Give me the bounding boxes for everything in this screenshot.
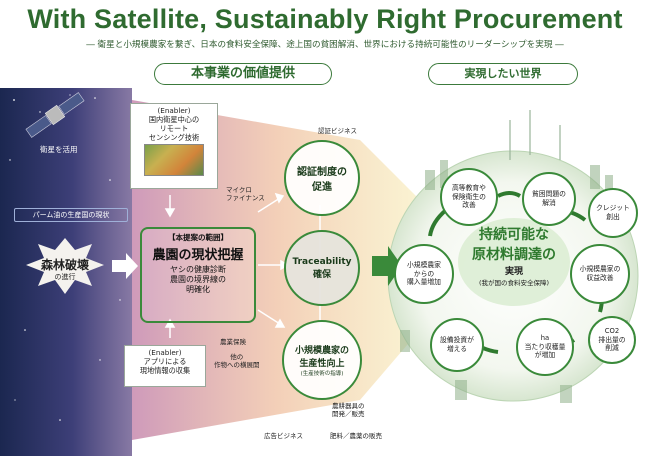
micro-finance-line: ファイナンス <box>226 193 265 202</box>
world-center-line1: 持続可能な <box>479 227 549 243</box>
enabler-top-line: 国内衛星中心の <box>148 115 200 124</box>
traceability-circle: Traceability 確保 <box>284 230 360 306</box>
node-education: 高等教育や保険衛生の改善 <box>440 168 498 226</box>
stars <box>9 94 121 421</box>
enabler-top-line: リモート <box>159 124 189 133</box>
small-line: 小規模農家の <box>294 346 349 356</box>
cert-circle: 認証制度の 促進 <box>284 140 360 216</box>
node-poverty: 貧困問題の解消 <box>522 172 576 226</box>
scope-box: 【本提案の範囲】 農園の現状把握 ヤシの健康診断 農園の境界線の 明確化 <box>140 227 256 323</box>
node-line: が増加 <box>534 351 556 360</box>
node-line: 小規模農家 <box>407 260 441 269</box>
satellite-map-image <box>144 144 204 176</box>
enabler-top-line: センシング技術 <box>148 133 200 142</box>
node-line: ha <box>540 333 550 342</box>
node-line: 保険衛生の <box>452 192 486 201</box>
other-crops-label: 他の 作物への横展開 <box>214 353 260 370</box>
page-subtitle: ― 衛星と小規模農家を繋ぎ、日本の食料安全保障、途上国の貧困解消、世界における持… <box>86 40 564 50</box>
world-center-text: 持続可能な 原材料調達の 実現 (我が国の食料安全保障) <box>452 224 576 287</box>
node-line: 設備投資が <box>440 336 474 345</box>
node-line: 小規模農家の <box>579 265 621 274</box>
world-center-line3: 実現 <box>504 267 523 277</box>
scope-line: 明確化 <box>186 285 210 294</box>
enabler-bottom-line: アプリによる <box>143 357 187 366</box>
cert-line: 促進 <box>312 182 332 193</box>
agri-insurance-label: 農業保険 <box>220 338 246 346</box>
node-line: 高等教育や <box>452 183 486 192</box>
ad-business-tag: 広告ビジネス <box>264 432 303 440</box>
deforestation-main: 森林破壊 <box>40 258 89 272</box>
trace-line: 確保 <box>312 269 331 280</box>
node-line: 購入量増加 <box>407 278 441 287</box>
trace-line: Traceability <box>292 256 352 267</box>
other-crops-line: 作物への横展開 <box>214 360 260 369</box>
world-header: 実現したい世界 <box>428 63 578 85</box>
node-income: 小規模農家の収益改善 <box>570 244 630 304</box>
machinery-line: 農耕器具の <box>332 402 365 410</box>
fertilizer-tag: 肥料／農薬の販売 <box>330 432 382 440</box>
deforestation-sub: の進行 <box>54 273 76 281</box>
world-center-bg <box>458 218 570 306</box>
cert-tag: 認証ビジネス <box>318 127 357 135</box>
node-line: 貧困問題の <box>532 190 566 199</box>
node-line: 解消 <box>542 199 556 207</box>
world-center-line4: (我が国の食料安全保障) <box>478 279 550 287</box>
smallholder-circle: 小規模農家の 生産性向上 (生産技術の指導) <box>282 320 362 400</box>
scope-label: 【本提案の範囲】 <box>168 233 228 242</box>
micro-finance-line: マイクロ <box>226 186 252 194</box>
small-line: 生産性向上 <box>299 359 345 369</box>
node-credit: クレジット創出 <box>588 188 638 238</box>
scope-line: ヤシの健康診断 <box>170 265 226 274</box>
node-line: 排出量の <box>598 335 626 344</box>
world-center-line2: 原材料調達の <box>472 247 556 263</box>
scope-line: 農園の境界線の <box>170 275 226 284</box>
node-purchase: 小規模農家からの購入量増加 <box>394 244 454 304</box>
palm-status-box: パーム油の生産国の現状 <box>14 208 128 222</box>
node-line: 改善 <box>462 201 476 210</box>
node-line: 当たり収穫量 <box>524 342 566 351</box>
satellite-label: 衛星を活用 <box>40 145 78 154</box>
node-line: クレジット <box>596 204 630 213</box>
machinery-tag: 農耕器具の 開発／販売 <box>332 402 365 419</box>
arrow-left-to-center <box>112 253 138 279</box>
micro-finance-label: マイクロ ファイナンス <box>226 186 265 203</box>
other-crops-line: 他の <box>230 353 244 361</box>
node-line: 創出 <box>606 213 620 221</box>
enabler-bottom-tag: (Enabler) <box>148 348 182 357</box>
node-line: 削減 <box>605 344 619 353</box>
scope-details: ヤシの健康診断 農園の境界線の 明確化 <box>142 265 254 295</box>
enabler-top-tag: (Enabler) <box>157 106 191 115</box>
node-line: 収益改善 <box>586 274 614 282</box>
value-header: 本事業の価値提供 <box>154 63 332 85</box>
satellite-graphic <box>25 92 85 138</box>
enabler-bottom-box: (Enabler) アプリによる 現地情報の収集 <box>124 345 206 387</box>
enabler-top-box: (Enabler) 国内衛星中心の リモート センシング技術 <box>130 103 218 189</box>
node-line: CO2 <box>604 326 620 335</box>
wind-turbines <box>509 110 561 160</box>
enabler-bottom-line: 現地情報の収集 <box>139 366 191 375</box>
palm-status-label: パーム油の生産国の現状 <box>32 211 110 219</box>
node-investment: 設備投資が増える <box>430 318 484 372</box>
small-line: (生産技術の指導) <box>300 371 344 377</box>
machinery-line: 開発／販売 <box>332 409 365 418</box>
node-line: 増える <box>446 345 468 353</box>
page-title: With Satellite, Sustainably Right Procur… <box>27 4 623 34</box>
node-line: からの <box>413 269 435 278</box>
scope-main: 農園の現状把握 <box>152 248 244 263</box>
cert-line: 認証制度の <box>297 167 347 178</box>
deforestation-burst <box>26 238 104 294</box>
